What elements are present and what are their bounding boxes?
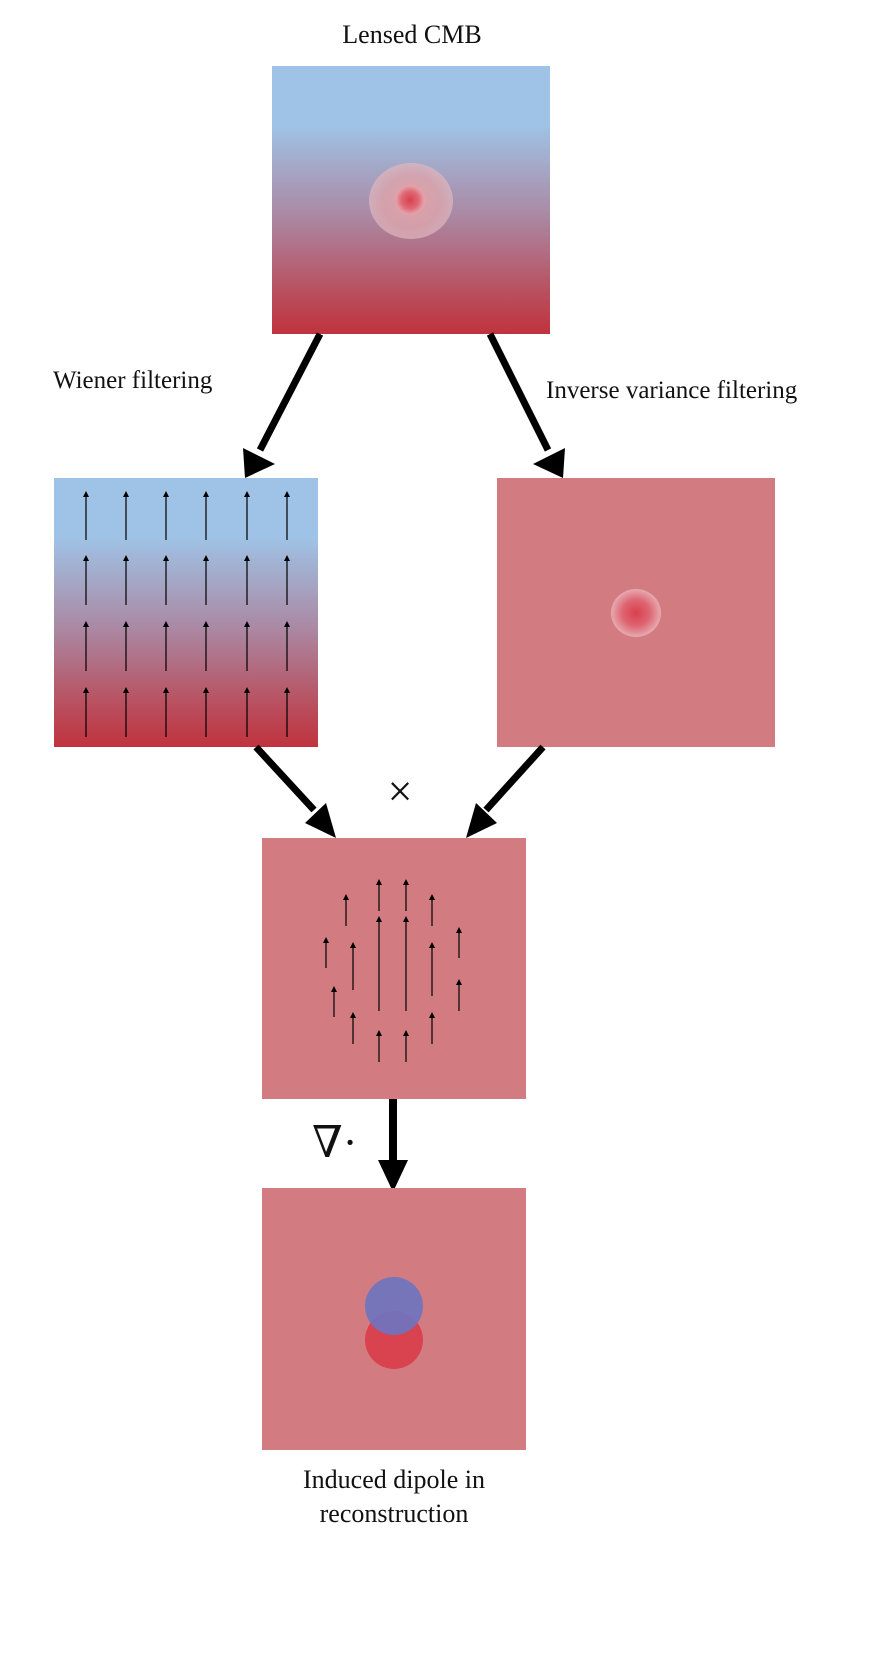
arrow-to-inverse-variance	[486, 332, 565, 478]
dipole-panel	[262, 1188, 526, 1450]
product-field-arrows	[323, 879, 462, 1062]
product-panel	[262, 838, 526, 1099]
caption-line-2: reconstruction	[320, 1499, 469, 1528]
arrow-to-wiener	[243, 332, 324, 478]
arrow-product-to-dipole	[378, 1099, 408, 1192]
label-wiener-filtering: Wiener filtering	[53, 367, 213, 394]
dipole-negative-lobe	[365, 1277, 423, 1335]
arrow-wiener-to-product	[253, 744, 336, 838]
arrow-inverse-to-product	[466, 744, 546, 838]
gradient-field-arrows	[83, 491, 290, 737]
wiener-filtered-panel	[54, 478, 318, 747]
caption-line-1: Induced dipole in	[303, 1465, 485, 1494]
inverse-variance-panel	[497, 478, 775, 747]
multiply-operator: ×	[388, 767, 413, 816]
filtered-hot-spot	[611, 589, 661, 637]
label-inverse-variance-filtering: Inverse variance filtering	[546, 377, 798, 404]
lensed-cmb-panel	[272, 66, 550, 334]
title-lensed-cmb: Lensed CMB	[342, 20, 481, 49]
divergence-operator: ∇·	[312, 1118, 357, 1167]
lens-core	[395, 185, 425, 215]
